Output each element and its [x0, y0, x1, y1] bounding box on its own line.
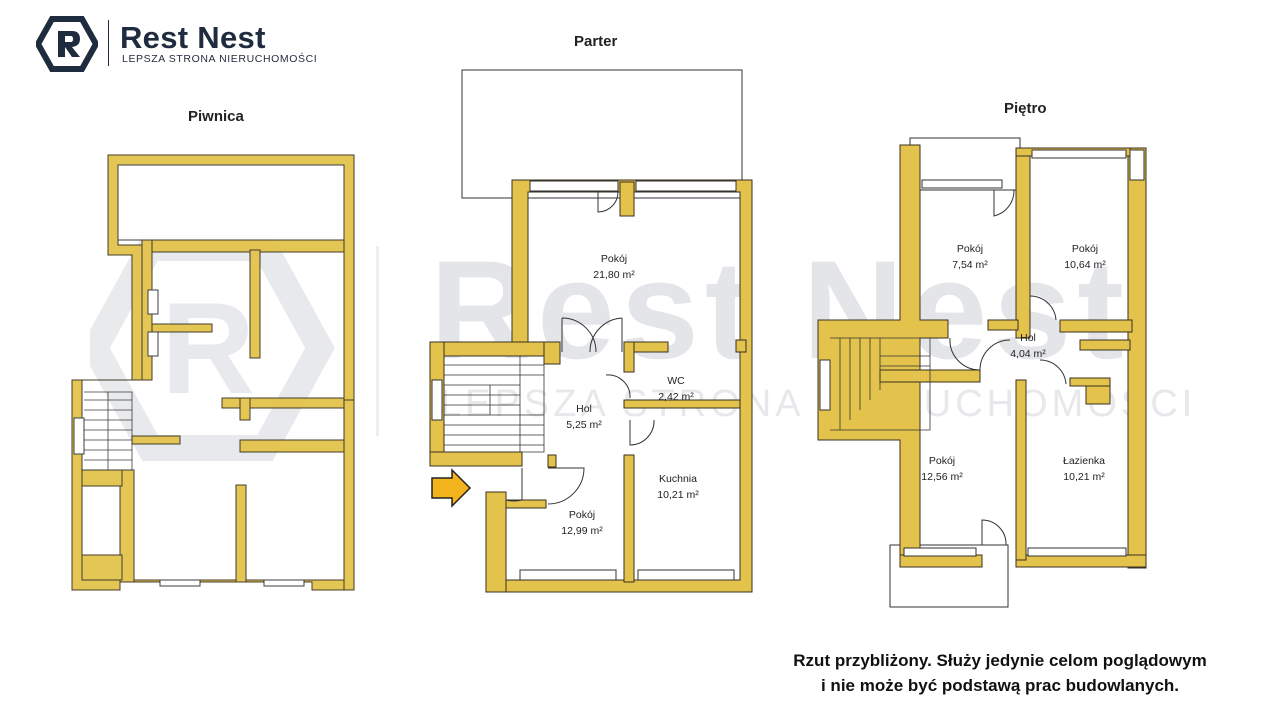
first-room-5-name: Łazienka — [1063, 455, 1105, 467]
first-room-3-name: Hol — [1020, 332, 1036, 344]
first-room-1-area: 7,54 m² — [952, 259, 988, 271]
disclaimer-line-1: Rzut przybliżony. Służy jedynie celom po… — [793, 651, 1207, 670]
disclaimer: Rzut przybliżony. Służy jedynie celom po… — [740, 648, 1260, 698]
first-room-3-area: 4,04 m² — [1010, 348, 1046, 360]
basement-plan — [71, 154, 355, 591]
ground-room-5-area: 12,99 m² — [561, 525, 603, 537]
ground-room-2-area: 2,42 m² — [658, 391, 694, 403]
first-floor-title: Piętro — [1004, 100, 1047, 117]
ground-room-3-name: Hol — [576, 403, 592, 415]
entrance-arrow-icon — [431, 468, 472, 508]
first-room-4-area: 12,56 m² — [921, 471, 963, 483]
first-room-1-name: Pokój — [957, 243, 983, 255]
first-room-4-name: Pokój — [929, 455, 955, 467]
basement-title: Piwnica — [188, 108, 244, 125]
brand-logo: Rest Nest LEPSZA STRONA NIERUCHOMOŚCI — [36, 14, 326, 74]
ground-room-4-area: 10,21 m² — [657, 489, 699, 501]
rest-nest-logo-icon — [36, 16, 98, 72]
ground-floor-plan: Pokój 21,80 m² WC 2,42 m² Hol 5,25 m² Ku… — [429, 69, 753, 593]
ground-room-2-name: WC — [667, 375, 685, 387]
first-floor-plan: Pokój 7,54 m² Pokój 10,64 m² Hol 4,04 m²… — [817, 137, 1147, 608]
ground-room-1-area: 21,80 m² — [593, 269, 635, 281]
disclaimer-line-2: i nie może być podstawą prac budowlanych… — [820, 676, 1180, 695]
ground-floor-title: Parter — [574, 33, 618, 50]
first-room-2-area: 10,64 m² — [1064, 259, 1106, 271]
ground-room-3-area: 5,25 m² — [566, 419, 602, 431]
brand-tagline: LEPSZA STRONA NIERUCHOMOŚCI — [122, 53, 318, 65]
ground-room-1-name: Pokój — [601, 253, 627, 265]
ground-room-5-name: Pokój — [569, 509, 595, 521]
brand-name: Rest Nest — [120, 20, 266, 55]
first-room-2-name: Pokój — [1072, 243, 1098, 255]
logo-separator — [108, 20, 109, 66]
first-room-5-area: 10,21 m² — [1063, 471, 1105, 483]
ground-room-4-name: Kuchnia — [659, 473, 697, 485]
